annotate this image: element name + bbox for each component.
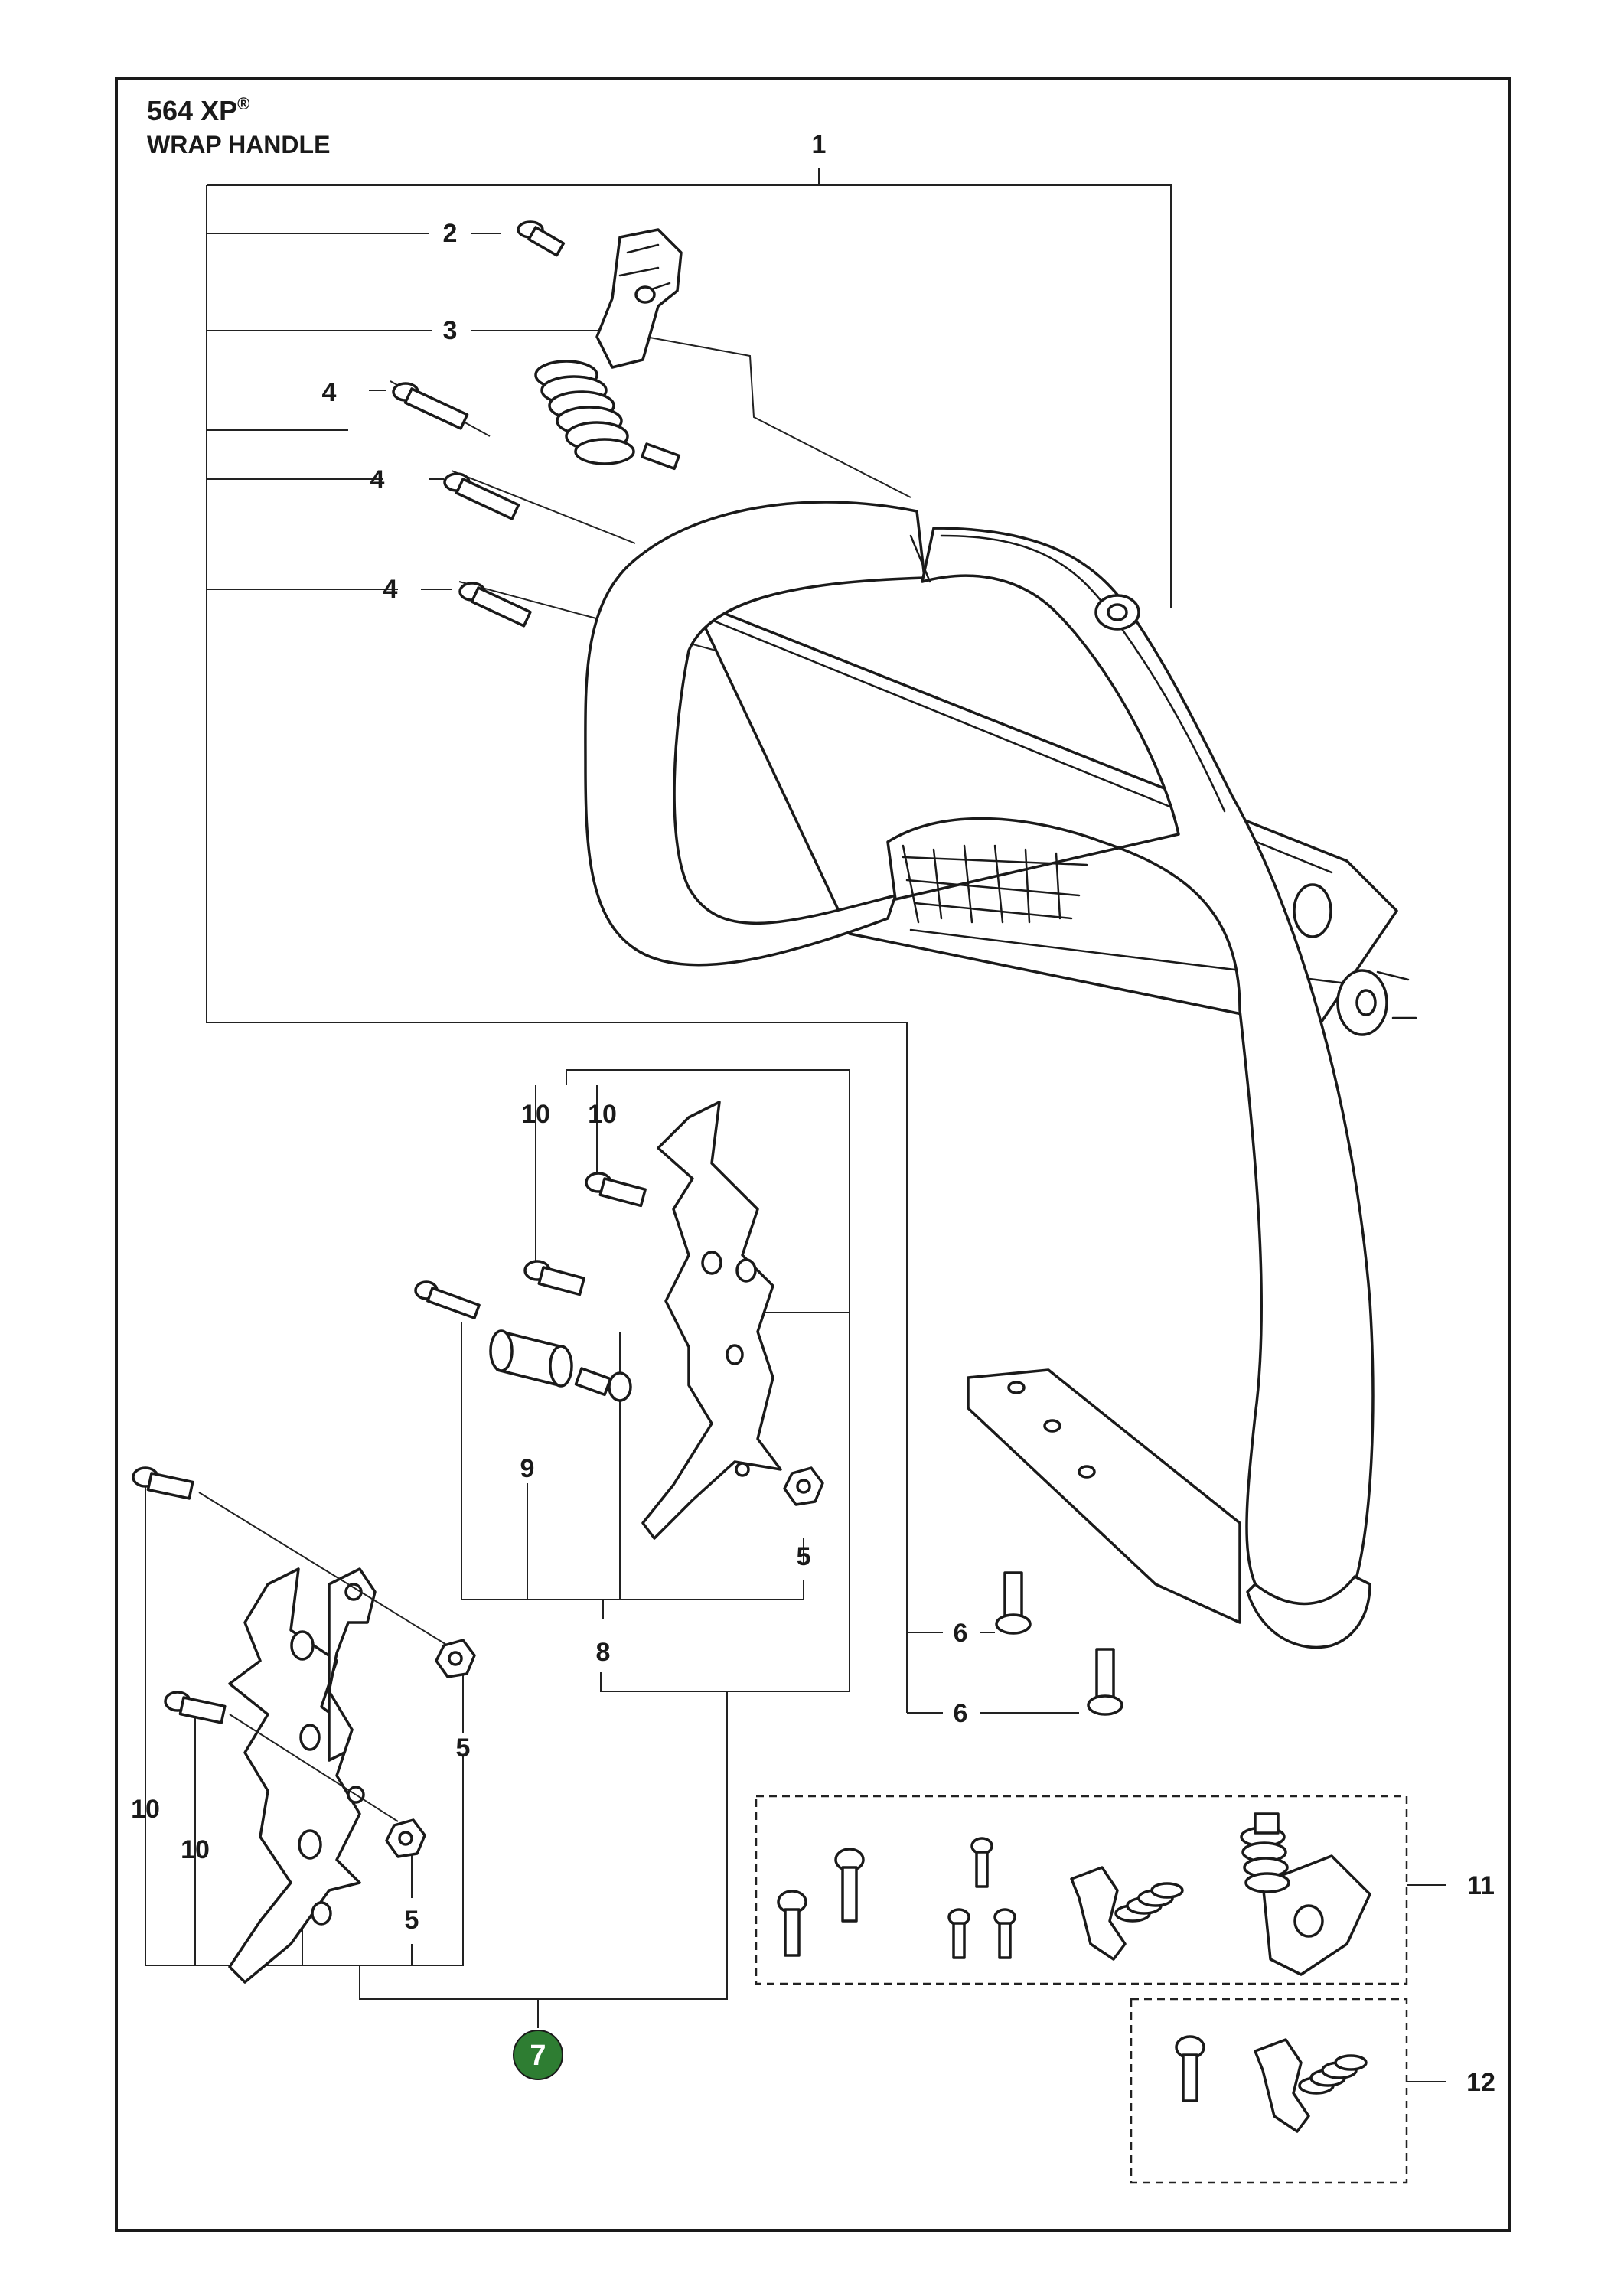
spike-plate-7 (132, 1466, 476, 1984)
callout-5c: 5 (405, 1906, 419, 1935)
callout-7-badge: 7 (513, 2030, 563, 2080)
anti-vibration-unit-3 (392, 220, 683, 628)
callout-11: 11 (1467, 1871, 1495, 1900)
callout-2: 2 (443, 219, 458, 248)
callout-5a: 5 (797, 1542, 811, 1571)
kit-box-12 (1130, 1998, 1408, 2184)
callout-7: 7 (530, 2040, 546, 2072)
callout-10c: 10 (131, 1795, 160, 1824)
kit-11-contents (777, 1812, 1371, 1976)
wrap-handle-illustration (584, 501, 1417, 1649)
callout-6a: 6 (954, 1619, 968, 1648)
grip-mesh (902, 844, 1088, 924)
callout-4a: 4 (322, 378, 337, 407)
callout-10d: 10 (181, 1835, 210, 1864)
registered-mark: ® (237, 94, 249, 113)
callout-3: 3 (443, 316, 458, 345)
page-frame (115, 77, 1511, 2232)
screws-6 (995, 1571, 1123, 1716)
callout-labels: 1 2 3 4 4 4 10 10 9 5 8 6 6 5 10 10 5 11… (131, 130, 1495, 2097)
callout-4c: 4 (383, 575, 398, 604)
callout-10b: 10 (588, 1100, 617, 1129)
callout-1: 1 (812, 130, 827, 159)
highlight-badge (513, 2030, 563, 2080)
callout-4b: 4 (370, 465, 385, 494)
callout-12: 12 (1466, 2068, 1495, 2097)
leader-lines (145, 168, 1446, 2082)
model-title: 564 XP® (147, 94, 249, 126)
callout-6b: 6 (954, 1699, 968, 1728)
diagram-subtitle: WRAP HANDLE (147, 131, 330, 158)
callout-10a: 10 (521, 1100, 550, 1129)
callout-8: 8 (596, 1638, 611, 1667)
callout-9: 9 (520, 1454, 535, 1483)
kit-box-11 (755, 1795, 1408, 1985)
spike-plate-8 (414, 1101, 824, 1540)
kit-12-contents (1175, 2035, 1368, 2133)
callout-5b: 5 (456, 1733, 471, 1763)
